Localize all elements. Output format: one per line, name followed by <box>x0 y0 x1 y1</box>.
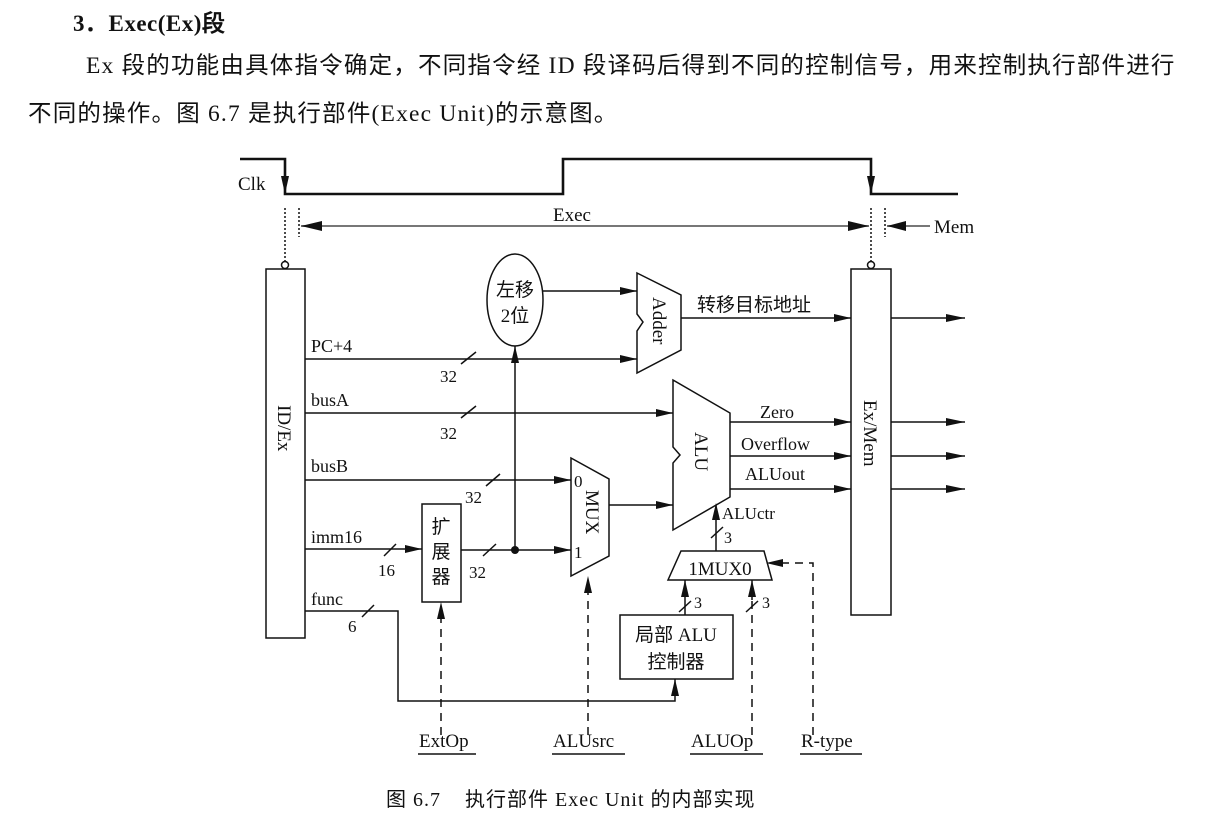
figure-caption: 图 6.7 执行部件 Exec Unit 的内部实现 <box>386 783 756 812</box>
ctrl-extop: ExtOp <box>419 731 469 752</box>
mem-label: Mem <box>934 217 974 238</box>
busb-label: busB <box>311 456 348 476</box>
shift-label-2: 2位 <box>501 305 530 327</box>
ex-mem-register <box>850 268 892 616</box>
busb-width: 32 <box>465 488 482 507</box>
mem-arrow <box>887 221 930 231</box>
pc4-width: 32 <box>440 367 457 386</box>
zero-label: Zero <box>760 402 794 422</box>
shift-label-1: 左移 <box>496 279 534 301</box>
section-heading: 3．Exec(Ex)段 <box>73 11 226 36</box>
ctrl-alusrc: ALUsrc <box>553 731 614 752</box>
aluctr-mux <box>666 550 773 581</box>
mux-input-1: 1 <box>574 543 583 562</box>
adder-label: Adder <box>648 297 669 345</box>
exec-label: Exec <box>553 205 591 226</box>
local-ctrl-label-2: 控制器 <box>647 651 704 673</box>
exec-span-arrow <box>301 221 869 231</box>
id-ex-register <box>265 268 306 639</box>
alu-label: ALU <box>690 432 711 471</box>
ctrl-rtype: R-type <box>801 731 853 752</box>
aluctr-label: ALUctr <box>722 504 775 523</box>
figure-number: 图 6.7 <box>386 789 441 811</box>
clock-label: Clk <box>238 174 266 195</box>
section-paragraph: Ex 段的功能由具体指令确定，不同指令经 ID 段译码后得到不同的控制信号，用来… <box>28 53 1176 127</box>
func-width: 6 <box>348 617 357 636</box>
id-ex-label: ID/Ex <box>273 405 294 452</box>
ext-out-width: 32 <box>469 563 486 582</box>
control-inputs: ExtOp ALUsrc ALUOp R-type <box>418 731 862 755</box>
func-label: func <box>311 589 343 609</box>
extender-unit <box>421 503 462 603</box>
aluout-label: ALUout <box>745 464 805 484</box>
extender-char-2: 展 <box>431 542 450 563</box>
aluop-width: 3 <box>762 595 770 612</box>
alusrc-mux <box>570 456 610 578</box>
imm16-width: 16 <box>378 561 395 580</box>
figure-caption-text: 执行部件 Exec Unit 的内部实现 <box>465 789 756 811</box>
aluctr-width: 3 <box>724 530 732 547</box>
alu-unit <box>672 378 731 532</box>
busa-width: 32 <box>440 424 457 443</box>
local-ctrl-label-1: 局部 ALU <box>635 624 717 646</box>
clock-waveform <box>240 157 958 196</box>
imm16-label: imm16 <box>311 527 362 547</box>
aluctr-mux-label: 1MUX0 <box>688 559 751 580</box>
extender-char-1: 扩 <box>431 516 450 538</box>
overflow-label: Overflow <box>741 434 810 454</box>
extender-char-3: 器 <box>431 567 450 588</box>
ex-mem-label: Ex/Mem <box>859 400 880 467</box>
busa-label: busA <box>311 390 349 410</box>
mux-input-0: 0 <box>574 472 583 491</box>
ctrl-aluop: ALUOp <box>691 731 753 752</box>
local-ctrl-width: 3 <box>694 595 702 612</box>
adder-unit <box>636 271 682 375</box>
mux-label: MUX <box>581 490 602 535</box>
branch-target-label: 转移目标地址 <box>697 294 811 316</box>
local-alu-controller <box>619 614 734 680</box>
pc4-label: PC+4 <box>311 336 352 356</box>
